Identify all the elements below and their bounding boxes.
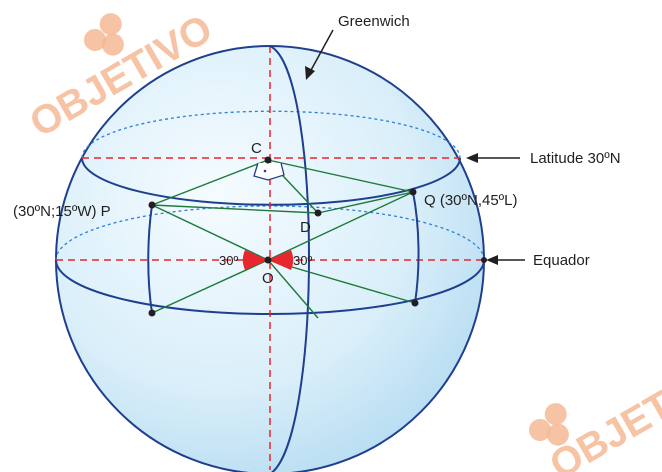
equador-label: Equador	[533, 252, 590, 269]
equador-arrow	[486, 255, 525, 265]
greenwich-arrow	[305, 29, 334, 80]
point-c-marker	[264, 156, 272, 164]
angle-left-label: 30º	[219, 253, 238, 268]
greenwich-label: Greenwich	[338, 13, 410, 30]
meridian-arc-p	[147, 204, 153, 314]
right-angle-dot	[263, 169, 267, 173]
greenwich-meridian	[269, 45, 310, 472]
point-equator-edge-marker	[481, 257, 487, 263]
point-lower-left-marker	[148, 309, 156, 317]
point-d-label: D	[300, 219, 311, 236]
point-o-marker	[264, 256, 272, 264]
angle-wedge-right	[268, 250, 294, 270]
latitude-arrow	[466, 153, 520, 163]
latitude-label: Latitude 30ºN	[530, 150, 621, 167]
point-d-marker	[314, 209, 322, 217]
latitude-circle-front	[81, 157, 461, 206]
point-c-label: C	[251, 140, 262, 157]
angle-right-label: 30º	[293, 253, 312, 268]
point-p-marker	[148, 201, 156, 209]
point-o-label: O	[262, 270, 274, 287]
point-q-marker	[409, 188, 417, 196]
angle-wedge-left	[242, 250, 268, 270]
right-angle-marker	[253, 162, 285, 181]
point-q-label: Q (30ºN,45ºL)	[424, 192, 518, 209]
point-p-label: (30ºN;15ºW) P	[13, 203, 111, 220]
watermark-bottom-right: OBJETIVO	[529, 349, 662, 472]
meridian-arc-q	[412, 191, 420, 304]
point-lower-right-marker	[411, 299, 419, 307]
latitude-circle-back	[81, 110, 461, 159]
